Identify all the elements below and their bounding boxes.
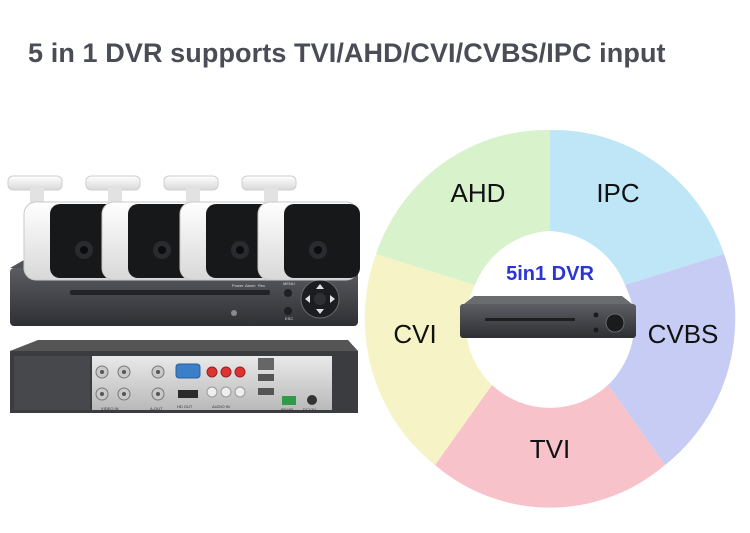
menu-button bbox=[284, 289, 292, 297]
usb-port-icon bbox=[258, 388, 274, 395]
rca-audio-connectors bbox=[206, 366, 246, 398]
segment-label-cvi: CVI bbox=[393, 319, 436, 349]
rec-label: Rec bbox=[258, 283, 265, 288]
camera-group bbox=[7, 175, 360, 281]
dvr-center-label: 5in1 DVR bbox=[506, 263, 594, 285]
usb-port-icon bbox=[258, 374, 274, 381]
headline: 5 in 1 DVR supports TVI/AHD/CVI/CVBS/IPC… bbox=[28, 38, 666, 68]
camera-4 bbox=[241, 175, 360, 281]
alarm-label: Alarm bbox=[245, 283, 256, 288]
dc12v-label: DC12V bbox=[303, 407, 316, 412]
dpad-icon bbox=[300, 279, 340, 319]
video-in-label: VIDEO IN bbox=[101, 406, 119, 411]
a-out-label: A-OUT bbox=[150, 406, 163, 411]
segment-cvbs bbox=[608, 254, 736, 465]
hdmi-port-icon bbox=[178, 390, 198, 398]
segment-label-cvbs: CVBS bbox=[648, 319, 719, 349]
bnc-video-connectors bbox=[95, 365, 165, 401]
product-photo: Power Alarm Rec MENU ESC bbox=[7, 175, 360, 413]
dvr-rear: VIDEO IN A-OUT HD OUT AUDIO IN RS485 DC1… bbox=[10, 340, 358, 413]
hd-out-label: HD OUT bbox=[177, 404, 193, 409]
esc-label: ESC bbox=[285, 316, 293, 321]
segment-ipc bbox=[550, 129, 724, 285]
audio-in-label: AUDIO IN bbox=[212, 404, 230, 409]
segment-ahd bbox=[376, 129, 550, 285]
power-indicator-icon bbox=[231, 310, 237, 316]
segment-label-tvi: TVI bbox=[530, 434, 570, 464]
power-label: Power bbox=[232, 283, 244, 288]
segment-tvi bbox=[435, 385, 665, 508]
esc-button bbox=[284, 307, 292, 315]
vga-port-icon bbox=[175, 363, 201, 379]
menu-label: MENU bbox=[283, 281, 295, 286]
segment-label-ahd: AHD bbox=[451, 178, 506, 208]
dc-power-jack-icon bbox=[307, 395, 317, 405]
rs485-terminal-icon bbox=[282, 396, 296, 405]
segment-label-ipc: IPC bbox=[596, 178, 639, 208]
dvr-mini-illustration bbox=[460, 296, 636, 338]
ethernet-port-icon bbox=[258, 358, 274, 370]
rs485-label: RS485 bbox=[281, 407, 294, 412]
input-type-wheel: IPC CVBS TVI CVI AHD 5in1 DVR bbox=[364, 129, 736, 508]
